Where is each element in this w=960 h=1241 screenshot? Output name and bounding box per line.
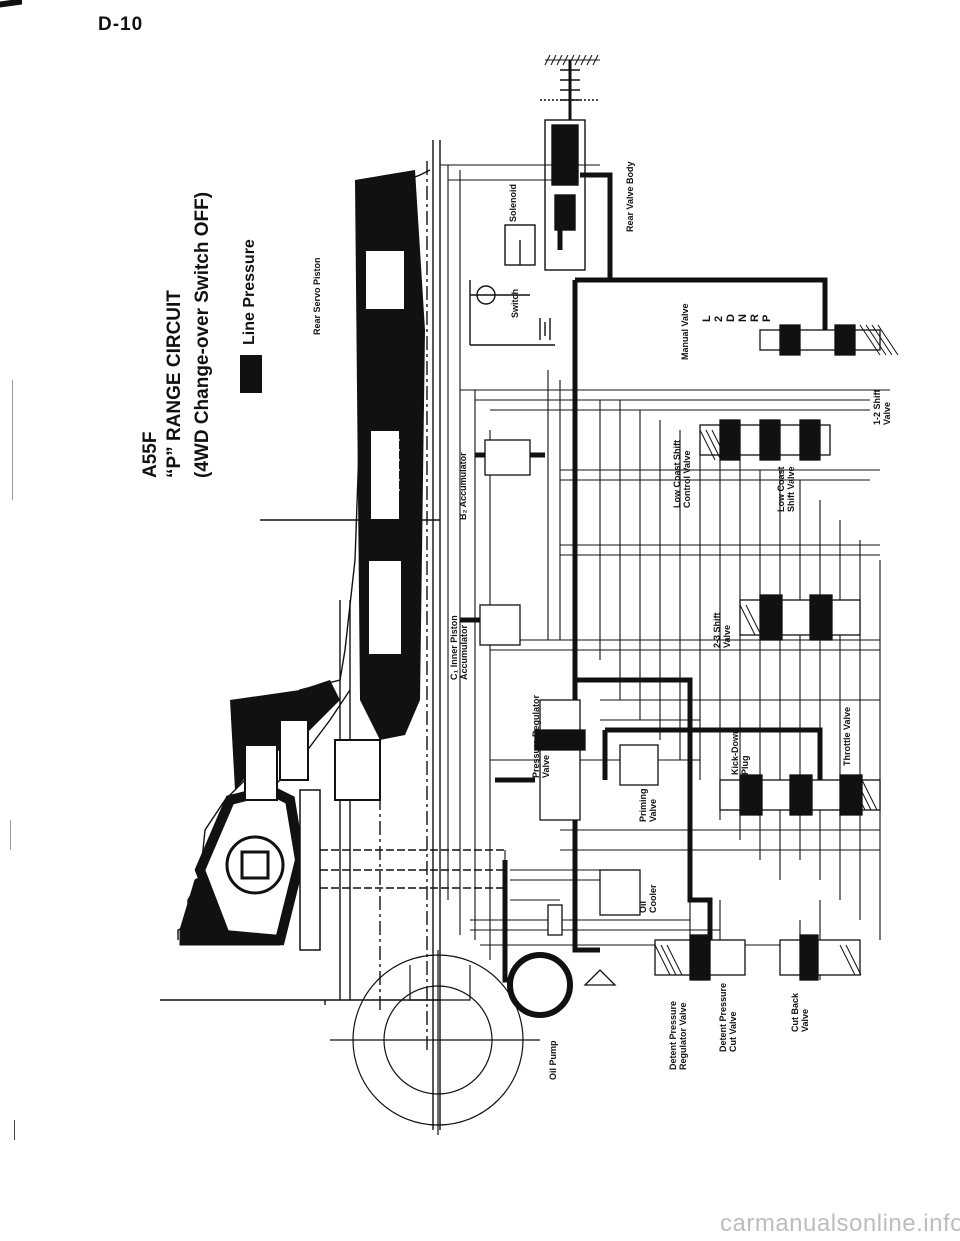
label-rear-servo-piston: Rear Servo Piston	[312, 257, 322, 335]
clutch-pack	[355, 170, 425, 740]
manual-pos-r: R	[749, 314, 761, 322]
manual-pos-n: N	[737, 314, 749, 322]
label-switch: Switch	[510, 288, 520, 318]
label-pressure-regulator-valve: Pressure Regulator Valve	[531, 694, 551, 778]
label-low-coast-shift-control-valve: Low Coast Shift Control Valve	[672, 440, 692, 508]
hatching	[544, 54, 899, 976]
manual-pos-2: 2	[713, 315, 725, 322]
label-cut-back-valve: Cut Back Valve	[790, 992, 810, 1032]
scan-mark	[12, 380, 13, 500]
label-rear-valve-body: Rear Valve Body	[625, 161, 635, 232]
spool-valves	[479, 324, 881, 1018]
label-priming-valve: Priming Valve	[638, 788, 658, 822]
label-solenoid: Solenoid	[508, 184, 518, 222]
torque-converter	[179, 784, 321, 951]
line-pressure-swatch	[240, 355, 262, 393]
page-number: D-10	[98, 14, 144, 35]
label-detent-pressure-cut-valve: Detent Pressure Cut Valve	[718, 982, 738, 1052]
label-throttle-valve: Throttle Valve	[842, 706, 852, 766]
manual-pos-d: D	[725, 314, 737, 322]
oil-pump	[330, 950, 540, 1135]
label-oil-cooler: Oil Cooler	[638, 884, 658, 913]
label-2-3-shift-valve: 2-3 Shift Valve	[712, 612, 732, 648]
scan-mark	[10, 820, 11, 850]
watermark: carmanualsonline.info	[720, 1210, 960, 1237]
label-detent-pressure-regulator-valve: Detent Pressure Regulator Valve	[668, 1000, 688, 1070]
manual-pos-l: L	[701, 315, 713, 322]
label-oil-pump: Oil Pump	[548, 1040, 558, 1080]
scan-mark	[14, 1120, 15, 1140]
label-b2-accumulator: B₂ Accumulator	[458, 452, 468, 520]
label-c1-inner-piston-accumulator: C₁ Inner Piston Accumulator	[449, 615, 469, 680]
label-manual-valve: Manual Valve	[680, 303, 690, 360]
manual-pos-p: P	[761, 314, 773, 322]
label-kick-down-plug: Kick-Down Plug	[730, 728, 750, 775]
label-1-2-shift-valve: 1-2 Shift Valve	[872, 389, 892, 425]
solenoid-assembly	[469, 60, 600, 346]
label-low-coast-shift-valve: Low Coast Shift Valve	[776, 466, 796, 512]
